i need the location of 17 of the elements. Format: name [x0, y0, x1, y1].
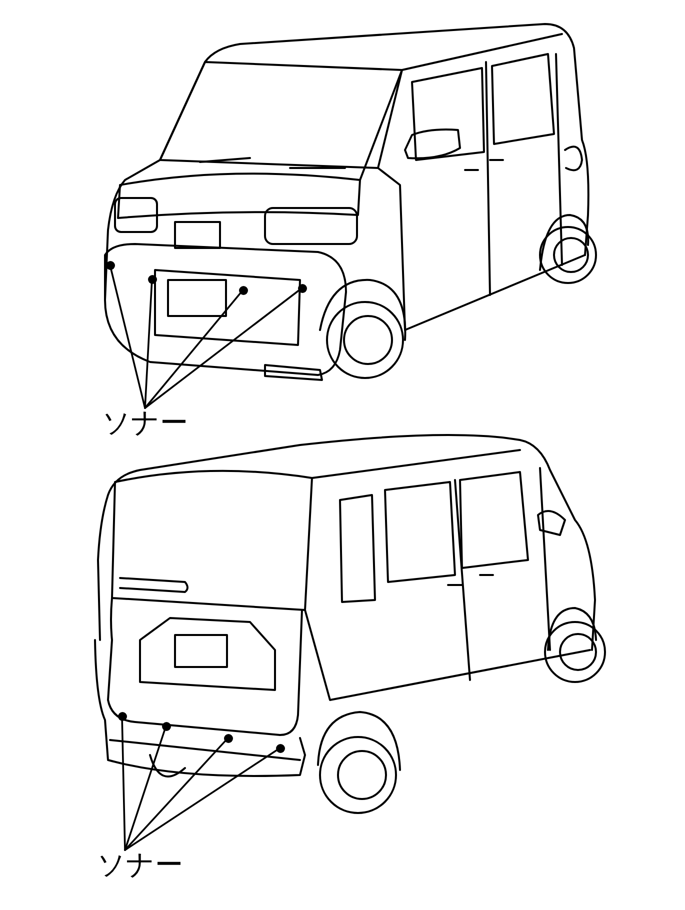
leader-line [144, 282, 153, 409]
leader-line [124, 750, 278, 851]
sonar-point [118, 712, 126, 720]
sonar-point [276, 744, 284, 752]
sonar-point [298, 284, 306, 292]
sonar-point [238, 286, 248, 294]
leader-line [124, 740, 226, 851]
leader-line [144, 290, 300, 409]
sonar-point [224, 734, 232, 742]
callout-label: ソナー [102, 408, 188, 438]
leader-line [124, 729, 166, 851]
sonar-point [148, 274, 156, 284]
callout-label: ソナー [97, 850, 183, 880]
sonar-point [162, 722, 170, 730]
leader-line [144, 292, 242, 409]
leader-line [110, 268, 146, 409]
leader-line [121, 720, 126, 851]
